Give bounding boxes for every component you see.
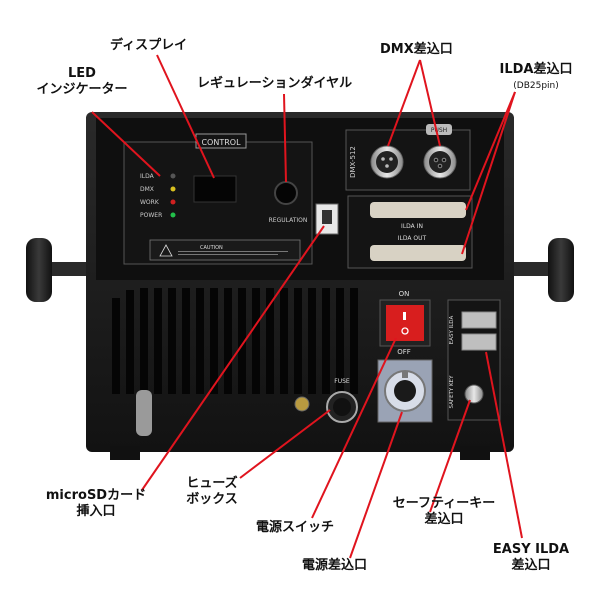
led-ilda	[170, 173, 176, 179]
ground-screw	[294, 396, 310, 412]
callout-led: LED インジケーター	[28, 66, 136, 98]
display-screen	[193, 175, 237, 203]
led-power	[170, 212, 176, 218]
led-label-work: WORK	[140, 199, 160, 206]
microsd-slot[interactable]	[315, 203, 339, 235]
callout-power-switch: 電源スイッチ	[256, 520, 335, 535]
dmx-panel: DMX-512 PUSH	[345, 124, 471, 191]
safety-key-socket[interactable]	[464, 384, 484, 404]
ilda-out-port-label: ILDA OUT	[398, 235, 427, 242]
ilda-in-port[interactable]	[370, 202, 466, 218]
ilda-panel: ILDA IN ILDA OUT	[347, 195, 473, 269]
callout-ilda-in-line1: ILDA差込口	[499, 62, 573, 77]
safety-key-label: SAFETY KEY	[449, 375, 455, 409]
callout-microsd-line2: 挿入口	[76, 504, 116, 519]
led-label-power: POWER	[140, 212, 162, 219]
power-inlet[interactable]	[377, 359, 433, 423]
led-label-ilda: ILDA	[140, 173, 155, 180]
callout-easy-ilda-line2: 差込口	[511, 558, 551, 573]
control-title: CONTROL	[201, 138, 241, 147]
callout-dmx-in: DMX差込口	[380, 42, 453, 57]
left-knob	[26, 238, 95, 302]
easy-ilda-port-2[interactable]	[461, 333, 497, 351]
callout-fuse-line2: ボックス	[186, 492, 238, 507]
ventilation-grille	[112, 288, 358, 394]
tilt-lock-lever	[136, 390, 152, 436]
led-dmx	[170, 186, 176, 192]
callout-easy-ilda: EASY ILDA 差込口	[476, 542, 586, 574]
callout-ilda-in-sub: (DB25pin)	[513, 81, 559, 91]
callout-display: ディスプレイ	[110, 38, 188, 53]
callout-lines	[91, 54, 523, 559]
easy-ilda-port-1[interactable]	[461, 311, 497, 329]
led-work	[170, 199, 176, 205]
callout-microsd: microSDカード 挿入口	[26, 488, 166, 520]
callout-led-line1: LED	[68, 66, 96, 81]
callout-safety-key-line2: 差込口	[424, 512, 464, 527]
easy-ilda-panel: EASY ILDA SAFETY KEY	[447, 299, 501, 421]
callout-power-inlet: 電源差込口	[302, 558, 368, 573]
easy-ilda-label: EASY ILDA	[449, 316, 455, 345]
ilda-in-port-label: ILDA IN	[401, 223, 423, 230]
callout-easy-ilda-line1: EASY ILDA	[492, 542, 570, 557]
led-label-dmx: DMX	[140, 186, 154, 193]
regulation-dial[interactable]	[274, 181, 298, 205]
callout-safety-key-line1: セーフティーキー	[392, 496, 496, 511]
callout-led-line2: インジケーター	[36, 82, 128, 97]
ilda-out-port[interactable]	[370, 245, 466, 261]
push-label: PUSH	[431, 127, 447, 134]
callout-fuse-line1: ヒューズ	[186, 476, 238, 491]
right-knob	[505, 238, 574, 302]
caution-label: CAUTION	[200, 245, 223, 251]
callout-microsd-line1: microSDカード	[45, 488, 147, 503]
dmx512-label: DMX-512	[349, 146, 357, 178]
power-switch[interactable]: ON OFF	[379, 290, 431, 356]
callout-regulation-dial: レギュレーションダイヤル	[197, 76, 353, 91]
fuse-label: FUSE	[334, 378, 350, 385]
fuse-box[interactable]: FUSE	[326, 378, 358, 423]
regulation-label: REGULATION	[269, 217, 308, 224]
control-panel: CONTROL ILDA DMX WORK POWER REGULATION C…	[123, 133, 313, 265]
callout-safety-key: セーフティーキー 差込口	[384, 496, 504, 528]
callout-ilda-in: ILDA差込口 (DB25pin)	[486, 62, 586, 94]
callout-fuse: ヒューズ ボックス	[172, 476, 252, 508]
switch-on-label: ON	[399, 290, 410, 298]
switch-off-label: OFF	[397, 348, 411, 356]
